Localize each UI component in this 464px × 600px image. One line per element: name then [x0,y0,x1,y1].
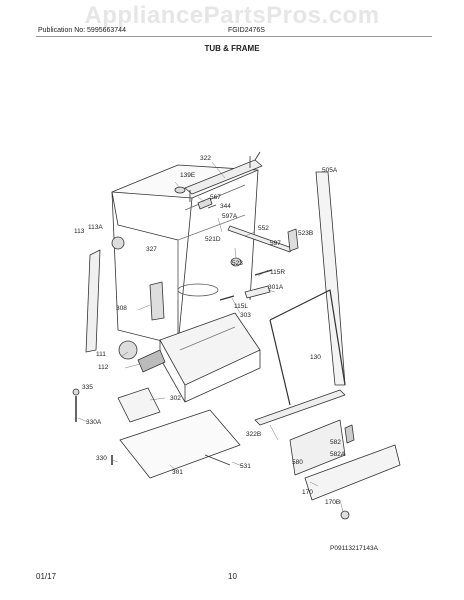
vent-part [174,186,186,194]
callout-130: 130 [310,354,321,361]
header-rule [36,36,432,37]
screw-335 [72,388,80,396]
callout-308: 308 [116,305,127,312]
callout-111: 111 [96,351,106,358]
callout-521d: 521D [205,236,221,243]
callout-523b: 523B [298,230,314,237]
kick-plate [304,444,401,501]
callout-552: 552 [258,225,269,232]
door-gasket-frame [269,289,346,386]
callout-170: 170 [302,489,313,496]
model-number: FGID2476S [228,27,265,34]
publication-number: Publication No: 5995663744 [38,27,126,34]
panel-302 [117,387,161,423]
callout-113: 113 [74,228,85,235]
figure-id: P09113217143A [330,545,378,552]
part-582 [344,424,355,444]
rail-322b [254,389,346,426]
callout-523: 523 [232,260,243,267]
callout-505a: 505A [322,167,338,174]
callout-115l: 115L [234,303,248,310]
bracket-part [197,197,213,210]
panel-580 [289,419,346,476]
callout-113a: 113A [88,224,103,231]
side-bracket-right [287,228,299,252]
seal-cap [111,236,125,250]
page-title: TUB & FRAME [204,44,260,53]
callout-567: 567 [210,194,221,201]
top-rail [184,151,263,202]
callout-115r: 115R [270,269,286,276]
callout-327: 327 [146,246,157,253]
part-170b [340,510,350,520]
callout-597: 597 [270,240,281,247]
callout-322b: 322B [246,431,262,438]
leader-lines [77,161,344,513]
callout-139e: 139E [180,172,196,179]
base-plate [119,409,241,479]
callout-335: 335 [82,384,93,391]
page-number: 10 [228,572,237,581]
callout-302: 302 [170,395,181,402]
footer-date: 01/17 [36,572,57,581]
pump-part [118,340,138,360]
callout-330a: 330A [86,419,102,426]
callout-582a: 582A [330,451,346,458]
callout-580: 580 [292,459,303,466]
callout-330: 330 [96,455,107,462]
callout-112: 112 [98,364,109,371]
hinge-left [219,295,235,301]
callout-582: 582 [330,439,341,446]
wire-531 [204,454,231,466]
base-frame [159,312,261,403]
hinge-part [149,281,165,321]
callout-531: 531 [240,463,251,470]
callout-322: 322 [200,155,211,162]
callout-344: 344 [220,203,231,210]
bracket-301a [244,285,271,299]
left-seal [85,249,101,353]
clip-part [207,204,217,209]
watermark: AppliancePartsPros.com [84,2,380,29]
spring-part [137,349,166,373]
callout-303: 303 [240,312,251,319]
callout-597a: 597A [222,213,238,220]
callout-301a: 301A [268,284,284,291]
callout-170b: 170B [325,499,341,506]
callout-301: 301 [172,469,183,476]
